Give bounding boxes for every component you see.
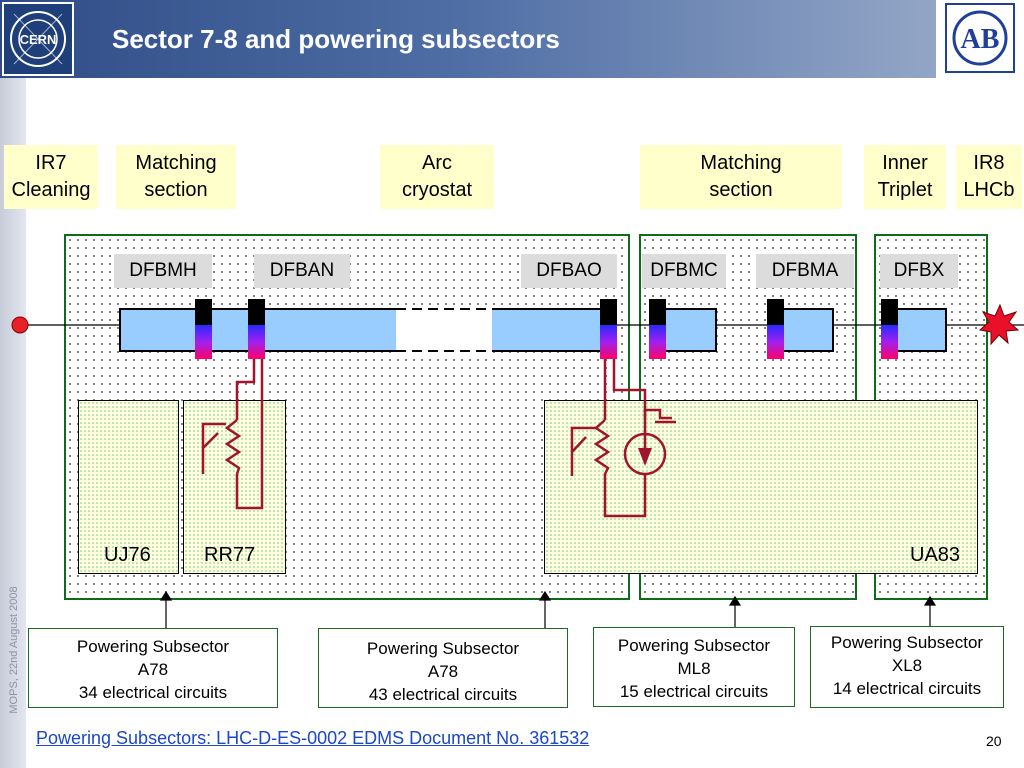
section-label-arc: Arc cryostat: [380, 145, 494, 209]
beam-start-marker: [11, 316, 29, 334]
area-rr77: [183, 400, 286, 574]
feedbox-dfbmh: [195, 299, 212, 359]
dfb-label: DFBX: [880, 254, 958, 288]
section-label-inner-triplet: Inner Triplet: [864, 145, 946, 209]
area-label: UA83: [910, 544, 961, 566]
powering-subsector-box: Powering Subsector A78 34 electrical cir…: [28, 628, 278, 708]
feedbox-dfbma: [767, 299, 784, 359]
section-label-ir7: IR7 Cleaning: [4, 145, 98, 209]
subsector-arrows: [159, 590, 937, 628]
reference-link[interactable]: Powering Subsectors: LHC-D-ES-0002 EDMS …: [36, 728, 590, 748]
rr77-circuit: [201, 359, 264, 510]
area-label: RR77: [204, 544, 256, 566]
section-label-ir8: IR8 LHCb: [956, 145, 1022, 209]
feedbox-dfbx: [881, 299, 898, 359]
dfb-label: DFBMC: [642, 254, 726, 288]
section-label-matching-left: Matching section: [116, 145, 236, 209]
lhcb-experiment-icon: [978, 303, 1020, 346]
area-ua83: [544, 400, 978, 574]
powering-subsector-box: Powering Subsector XL8 14 electrical cir…: [810, 626, 1004, 708]
powering-subsector-box: Powering Subsector A78 43 electrical cir…: [318, 628, 568, 708]
section-label-matching-right: Matching section: [640, 145, 842, 209]
dfb-label: DFBMH: [114, 254, 212, 288]
cern-logo: CERN: [2, 2, 74, 76]
area-label: UJ76: [104, 544, 151, 566]
section-label-text: IR8 LHCb: [963, 152, 1015, 201]
dfb-label: DFBAN: [254, 254, 350, 288]
dfb-label: DFBAO: [521, 254, 617, 288]
ab-logo-text: AB: [961, 24, 1000, 55]
header-bar: [0, 0, 1024, 78]
current-source-icon: [638, 448, 652, 466]
section-label-text: Arc cryostat: [401, 152, 473, 201]
slide-title: Sector 7-8 and powering subsectors: [112, 24, 560, 54]
feedbox-dfbmc: [649, 299, 666, 359]
section-label-text: Inner Triplet: [877, 152, 933, 201]
section-label-text: IR7 Cleaning: [11, 152, 91, 201]
ua83-circuit: [570, 359, 676, 518]
cern-logo-text: CERN: [20, 32, 57, 47]
dfb-label: DFBMA: [756, 254, 854, 288]
arc-cryostat: [119, 308, 609, 352]
section-label-text: Matching section: [135, 152, 217, 201]
powering-subsector-box: Powering Subsector ML8 15 electrical cir…: [593, 627, 795, 707]
page-number: 20: [986, 733, 1002, 749]
feedbox-dfbao: [600, 299, 617, 359]
feedbox-dfban: [248, 299, 265, 359]
cryostat-break: [396, 307, 492, 353]
section-label-text: Matching section: [700, 152, 782, 201]
area-uj76: [78, 400, 179, 574]
ab-logo: AB: [936, 0, 1024, 78]
